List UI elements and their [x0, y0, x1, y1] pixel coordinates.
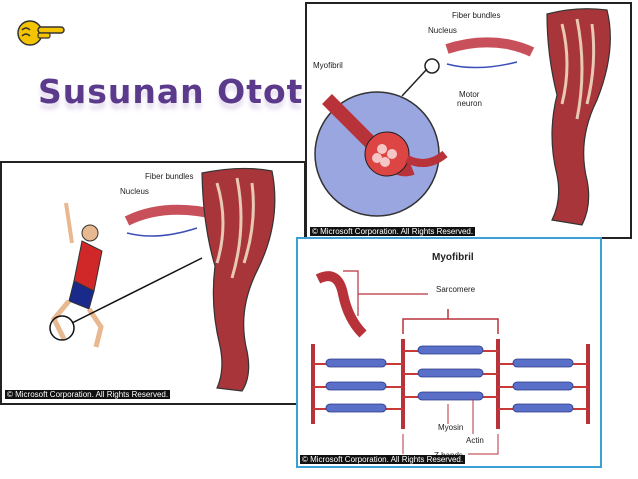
muscle-leg-illustration	[307, 4, 630, 237]
myofibril-diagram-panel: Myofibril Sarcomere Myosin Actin	[296, 237, 602, 468]
label-fiber-bundles-left: Fiber bundles	[145, 172, 193, 181]
label-fiber-bundles: Fiber bundles	[452, 11, 500, 20]
athlete-leg-illustration	[2, 163, 304, 403]
copyright-notice: © Microsoft Corporation. All Rights Rese…	[310, 227, 475, 236]
copyright-notice-left: © Microsoft Corporation. All Rights Rese…	[5, 390, 170, 399]
muscle-structure-panel: Fiber bundles Nucleus Myofibril Motor ne…	[305, 2, 632, 239]
slide-title: Susunan Otot	[38, 72, 303, 111]
label-neuron: neuron	[457, 99, 482, 108]
athlete-muscle-panel: Fiber bundles Nucleus © Microsoft Corpor…	[0, 161, 306, 405]
copyright-notice-myofibril: © Microsoft Corporation. All Rights Rese…	[300, 455, 465, 464]
label-sarcomere: Sarcomere	[436, 285, 475, 294]
label-myosin: Myosin	[438, 423, 463, 432]
label-myofibril: Myofibril	[313, 61, 343, 70]
label-actin: Actin	[466, 436, 484, 445]
label-motor: Motor	[459, 90, 479, 99]
pointing-hand-icon	[16, 18, 68, 48]
label-nucleus: Nucleus	[428, 26, 457, 35]
label-nucleus-left: Nucleus	[120, 187, 149, 196]
